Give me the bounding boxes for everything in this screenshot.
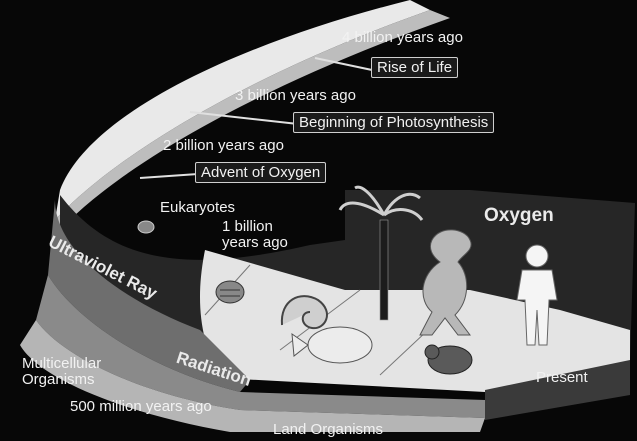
trilobite-icon (216, 281, 244, 303)
band-oxygen: Oxygen (484, 205, 554, 227)
cell-icon (138, 221, 154, 233)
label-4-billion: 4 billion years ago (342, 30, 463, 46)
event-rise-of-life: Rise of Life (371, 57, 458, 78)
label-500-million: 500 million years ago (70, 399, 212, 415)
stage-eukaryotes: Eukaryotes (160, 200, 235, 216)
label-present: Present (536, 370, 588, 386)
stage-land-organisms: Land Organisms (273, 422, 383, 438)
event-oxygen: Advent of Oxygen (195, 162, 326, 183)
label-3-billion: 3 billion years ago (235, 88, 356, 104)
label-2-billion: 2 billion years ago (163, 138, 284, 154)
label-1-billion: 1 billion years ago (222, 219, 288, 251)
stage-multicellular: Multicellular Organisms (22, 356, 101, 388)
event-photosynthesis: Beginning of Photosynthesis (293, 112, 494, 133)
